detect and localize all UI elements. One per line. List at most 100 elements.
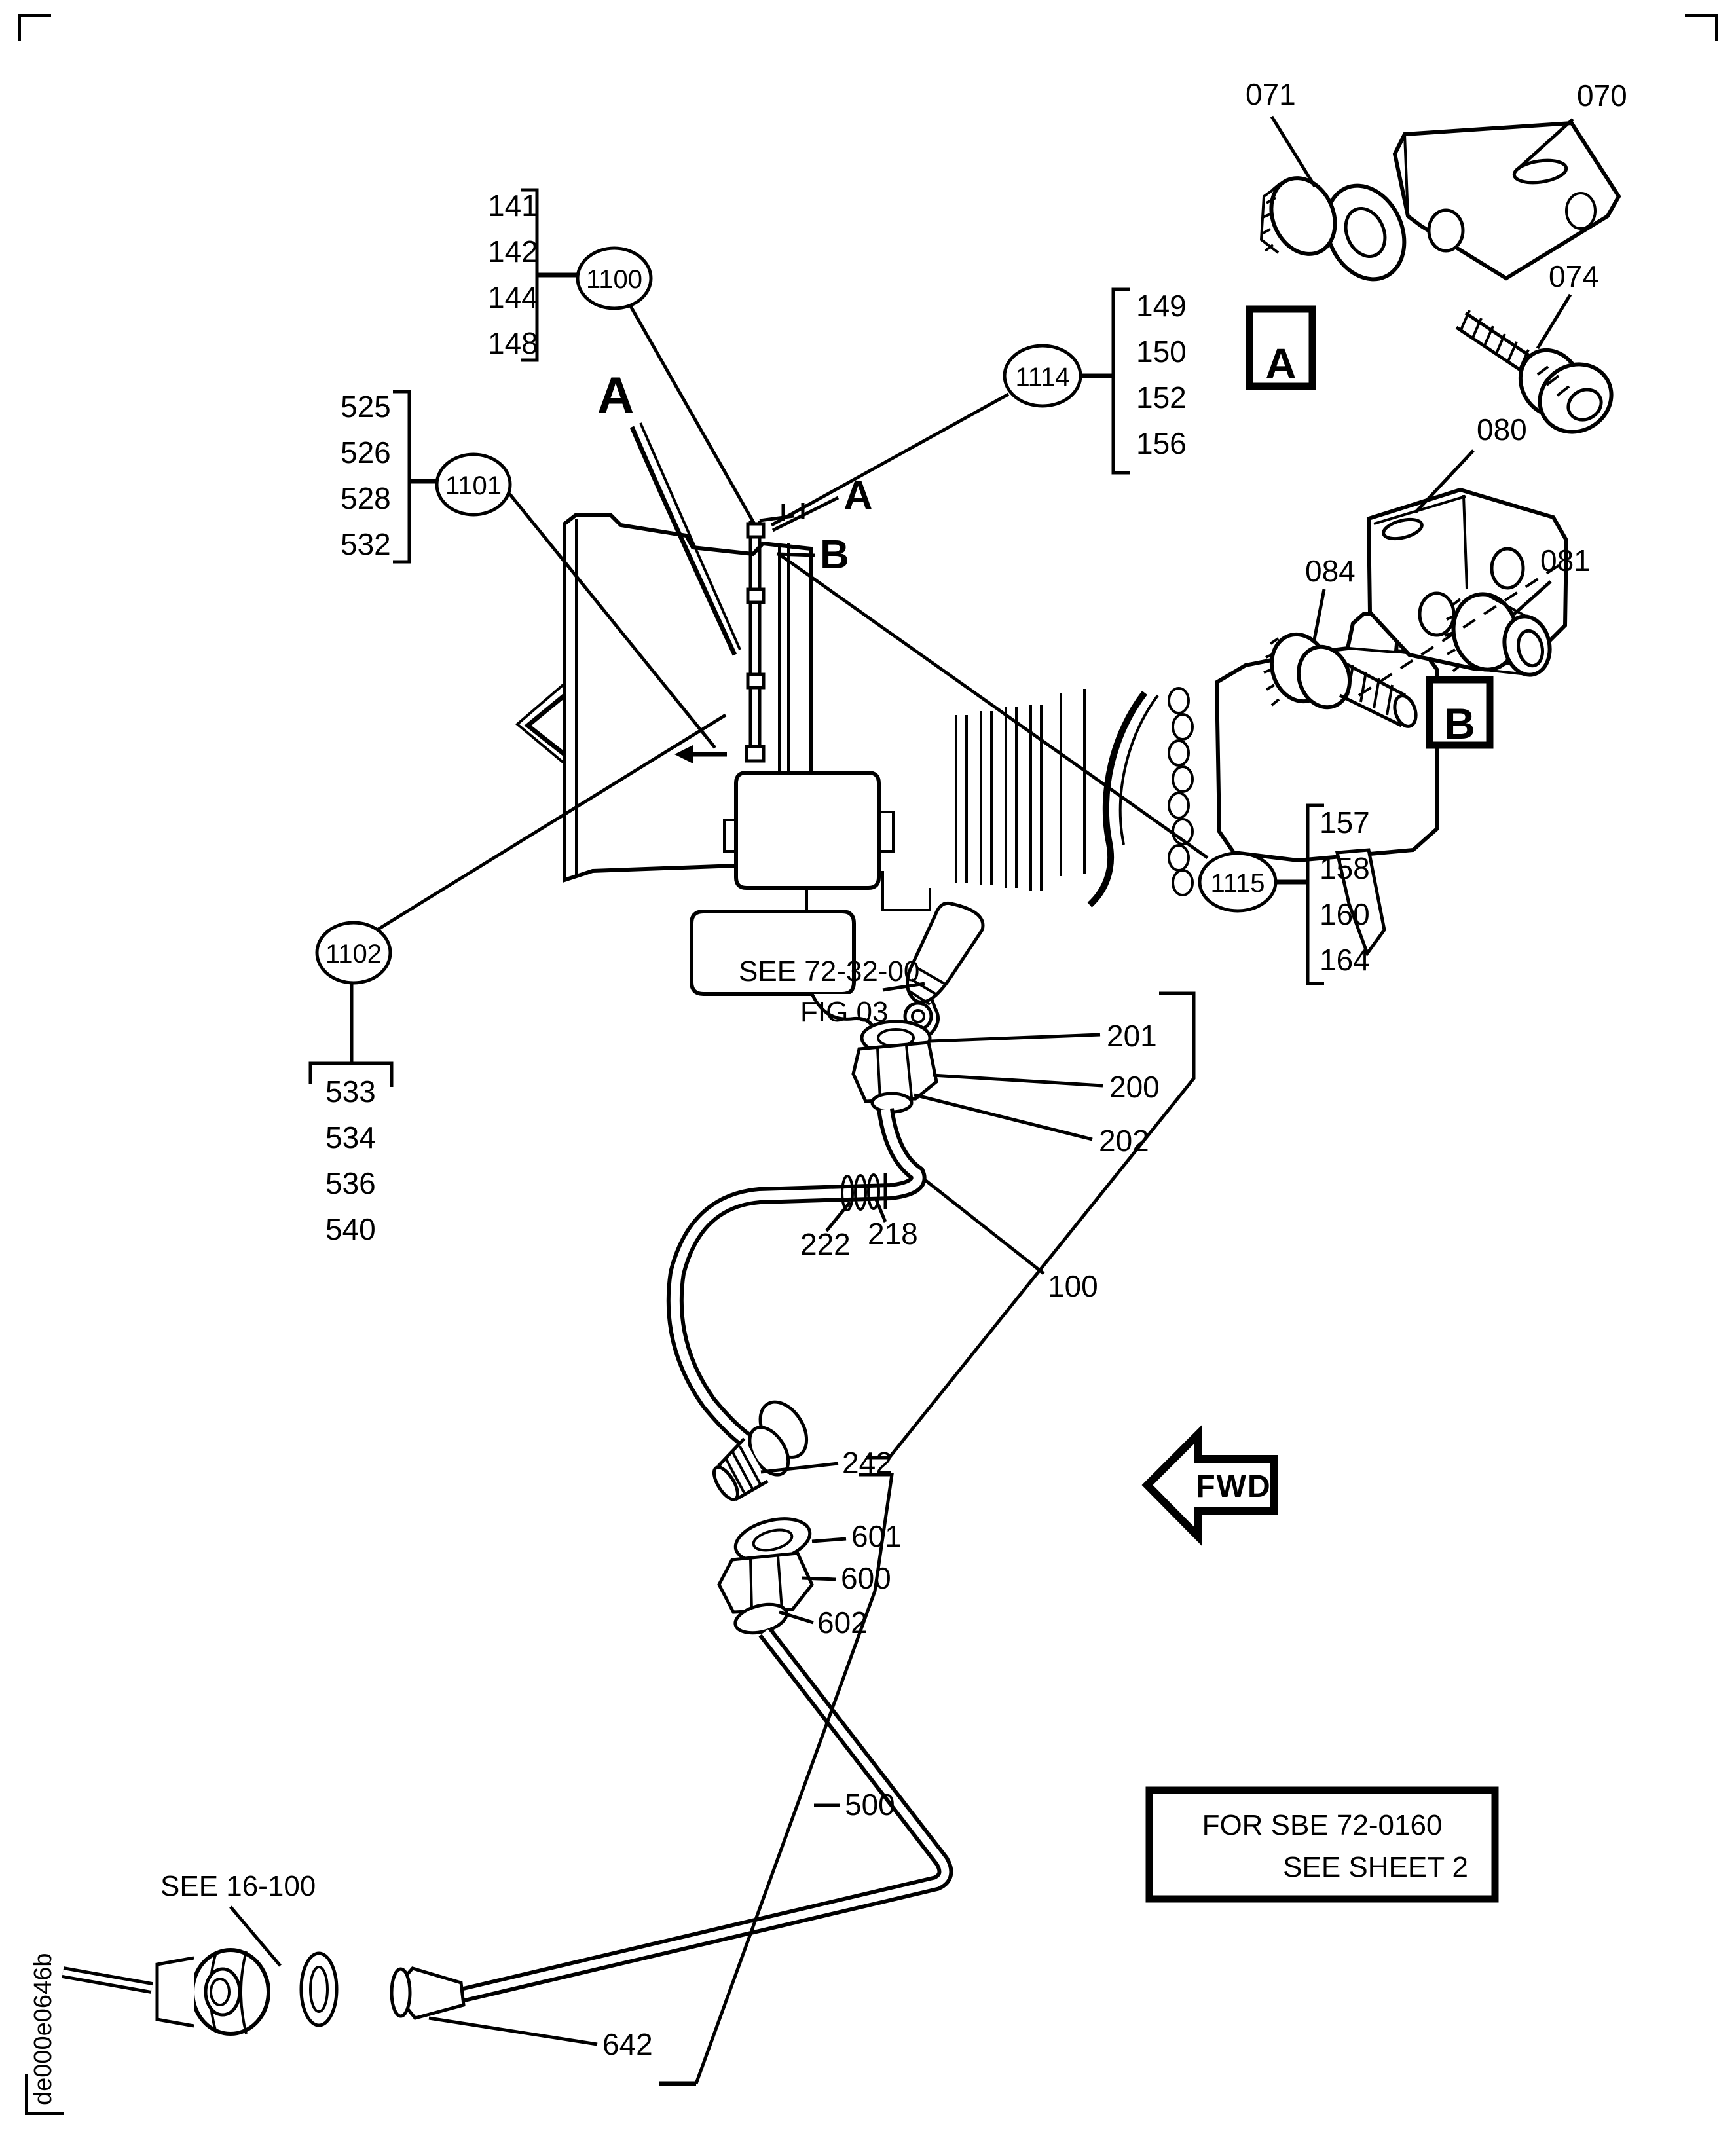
part-label-500: 500 (845, 1788, 895, 1822)
callout-1100-group: 141 142 144 148 1100 (488, 188, 756, 525)
callout-leader (770, 392, 1010, 527)
engine-bolt-holes (1168, 687, 1194, 896)
callout-number: 1115 (1210, 869, 1265, 898)
callout-circle-1101 (435, 452, 512, 517)
sbe-note-line2: SEE SHEET 2 (1283, 1851, 1468, 1883)
detail-box-b-letter: B (1444, 699, 1475, 748)
stub-tube-core (62, 1970, 153, 1991)
callout-number: 1102 (325, 940, 382, 968)
callout-number: 1100 (586, 265, 642, 294)
callout-1101-group: 525 526 528 532 1101 (341, 390, 716, 749)
callout-1115-group: 157 158 160 164 1115 (779, 553, 1370, 985)
part-label-070: 070 (1577, 79, 1627, 113)
see-ref-upper-leader (882, 982, 925, 992)
nut-600 (717, 1551, 814, 1614)
corner-mark-top-left (18, 14, 51, 41)
list-item: 152 (1136, 380, 1187, 414)
part-labels: 071 070 074 080 084 081 201 200 202 222 … (428, 77, 1627, 2061)
see-ref-upper-line2: FIG 03 (800, 996, 889, 1028)
list-item: 525 (341, 390, 391, 424)
section-marker-a-left-leader (629, 426, 737, 656)
list-item: 142 (488, 234, 538, 268)
bolt-074 (1455, 310, 1614, 434)
see-ref-lower-leader (229, 1905, 282, 1967)
list-item: 164 (1320, 943, 1370, 977)
part-label-081: 081 (1540, 543, 1591, 578)
callout-circle-1114 (1003, 344, 1082, 408)
callout-1102-group: 1102 533 534 536 540 (308, 713, 727, 1246)
fwd-arrow-label: FWD (1196, 1469, 1271, 1504)
section-marker-b-leader (776, 552, 815, 557)
engine-strut (778, 543, 790, 771)
callout-number: 1114 (1015, 363, 1069, 392)
callout-1114-group: 149 150 152 156 1114 (770, 287, 1187, 527)
list-item: 148 (488, 326, 538, 360)
engine-compressor-slats (955, 705, 1043, 891)
section-marker-a-right-leader (771, 496, 840, 532)
engine-line-art (515, 503, 1439, 1037)
list-item: 526 (341, 435, 391, 469)
list-item: 144 (488, 280, 538, 314)
section-marker-a-left-leader-echo (639, 422, 741, 650)
part-label-218: 218 (868, 1217, 918, 1251)
tube-100-outline (666, 1108, 927, 1450)
list-item: 160 (1320, 897, 1370, 931)
detail-box-a (1246, 305, 1316, 390)
detail-a-hardware: A (1246, 120, 1621, 434)
part-label-601: 601 (851, 1519, 902, 1553)
bracket-070 (1392, 120, 1621, 281)
engine-gearbox-tab-right (879, 811, 895, 853)
group-leader-lower-tube (694, 1473, 894, 2084)
tube-500-core (457, 1629, 950, 2000)
part-label-222: 222 (800, 1227, 851, 1261)
engine-left-wedge (524, 693, 566, 756)
list-bracket (308, 1061, 394, 1087)
part-label-071: 071 (1246, 77, 1296, 111)
fwd-arrow: FWD (1141, 1424, 1278, 1547)
corner-mark-top-right (1685, 14, 1718, 41)
list-bracket (1306, 803, 1324, 985)
list-item: 149 (1136, 289, 1187, 323)
list-item: 540 (325, 1212, 376, 1246)
engine-lower-step (881, 871, 931, 911)
pipe-direction-arrowhead (674, 745, 693, 763)
callout-circle-1115 (1198, 851, 1278, 913)
callout-leader (779, 553, 1209, 860)
list-item: 157 (1320, 805, 1370, 839)
tube-100-core (670, 1109, 923, 1447)
bottom-washer-hole (309, 1966, 329, 2013)
document-code: de000e0646b (29, 1953, 57, 2105)
list-item: 141 (488, 189, 538, 223)
part-label-084: 084 (1305, 554, 1356, 588)
group-leader-upper-tube (866, 991, 1196, 1460)
callout-leader (628, 304, 756, 525)
flare-642-mouth (390, 1967, 412, 2018)
part-label-200: 200 (1109, 1070, 1160, 1104)
part-label-080: 080 (1477, 413, 1527, 447)
callout-leader (376, 713, 727, 932)
list-item: 158 (1320, 851, 1370, 885)
sleeve-602 (733, 1602, 788, 1635)
lower-tube-assembly (62, 1517, 953, 2036)
bolt-084 (1263, 632, 1418, 728)
list-item: 532 (341, 527, 391, 561)
tube-sleeve (841, 1173, 887, 1211)
section-marker-b: B (820, 532, 849, 578)
engine-gearbox-tab-left (723, 819, 736, 853)
list-item: 536 (325, 1166, 376, 1200)
engine-case-verticals (1060, 689, 1086, 876)
assembly-axis-dashed (1357, 559, 1568, 697)
list-bracket (393, 390, 411, 564)
mating-fitting (903, 901, 985, 1031)
part-label-201: 201 (1107, 1019, 1157, 1053)
callout-circle-1100 (576, 246, 653, 310)
see-ref-upper-line1: SEE 72-32-00 (739, 955, 919, 987)
bottom-washer (299, 1951, 339, 2027)
bottom-b-nut (155, 1948, 270, 2036)
engine-aft-top-line (1348, 647, 1395, 653)
detail-box-a-letter: A (1265, 339, 1297, 388)
callout-leader (508, 492, 716, 749)
detail-box-b (1426, 676, 1494, 749)
sbe-note-line1: FOR SBE 72-0160 (1202, 1809, 1443, 1841)
fwd-arrow-outline (1141, 1424, 1278, 1547)
